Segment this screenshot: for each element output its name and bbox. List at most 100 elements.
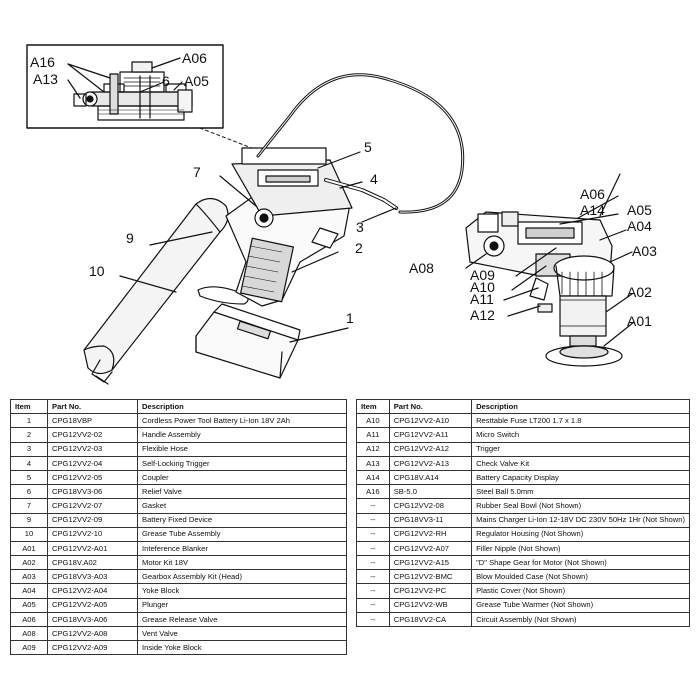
table-header-row: Item Part No. Description (356, 398, 690, 415)
callout-A01: A01 (627, 313, 652, 329)
cell-part-no: CPG12VV2-A12 (388, 441, 473, 457)
callout-A08: A08 (409, 260, 434, 276)
cell-item: 3 (10, 441, 48, 457)
cell-description: Circuit Assembly (Not Shown) (471, 611, 690, 628)
cell-item: A11 (356, 427, 390, 443)
cell-part-no: CPG18VV3-06 (47, 484, 138, 500)
main-callouts: 1 2 3 4 5 7 9 10 (89, 139, 378, 326)
cell-item: 2 (10, 427, 48, 443)
callout-A13-inset: A13 (33, 71, 58, 87)
cell-description: Battery Capacity Display (471, 469, 690, 486)
callout-A06: A06 (580, 186, 605, 202)
cell-item: A16 (356, 484, 390, 500)
cell-part-no: SB-5.0 (388, 484, 473, 500)
cell-part-no: CPG12VV2-A05 (47, 597, 138, 613)
cell-item: -- (356, 583, 390, 599)
cell-item: A14 (356, 469, 390, 486)
cell-description: Plastic Cover (Not Shown) (471, 583, 690, 599)
cell-item: 9 (10, 512, 48, 528)
cell-part-no: CPG18VBP (47, 413, 138, 429)
cell-part-no: CPG12VV2-PC (388, 583, 473, 599)
cell-description: Yoke Block (137, 583, 347, 599)
cell-part-no: CPG12VV2-WB (388, 597, 473, 613)
callout-A09: A09 (470, 267, 495, 283)
cell-item: A02 (10, 555, 48, 571)
cell-part-no: CPG12VV2-03 (47, 441, 138, 457)
cell-part-no: CPG18V.A02 (47, 555, 138, 571)
cell-part-no: CPG12VV2-BMC (388, 569, 473, 585)
callout-A12: A12 (470, 307, 495, 323)
cell-item: A03 (10, 569, 48, 585)
cell-description: Resttable Fuse LT200 1.7 x 1.8 (471, 413, 690, 429)
cell-item: A10 (356, 413, 390, 429)
callout-A14: A14 (580, 202, 605, 218)
cell-part-no: CPG12VV2-A07 (388, 540, 473, 557)
cell-part-no: CPG18V.A14 (388, 469, 473, 486)
cell-description: Regulator Housing (Not Shown) (471, 526, 690, 542)
cell-item: A05 (10, 597, 48, 613)
cell-description: Grease Release Valve (137, 611, 347, 628)
cell-description: Trigger (471, 441, 690, 457)
inset-callouts: A16 A06 A13 6 A05 (30, 50, 209, 89)
callout-A04: A04 (627, 218, 652, 234)
callout-A03: A03 (632, 243, 657, 259)
cell-description: Micro Switch (471, 427, 690, 443)
callout-1: 1 (346, 310, 354, 326)
cell-part-no: CPG12VV2-10 (47, 526, 138, 542)
cell-description: Relief Valve (137, 484, 347, 500)
cell-part-no: CPG12VV2-A09 (47, 640, 138, 656)
callout-A02: A02 (627, 284, 652, 300)
cell-part-no: CPG18VV3-A06 (47, 611, 138, 628)
cell-description: Mains Charger Li-Ion 12-18V DC 230V 50Hz… (471, 512, 690, 528)
callout-A06-inset: A06 (182, 50, 207, 66)
cell-description: Steel Ball 5.0mm (471, 484, 690, 500)
cell-description: Self-Locking Trigger (137, 455, 347, 471)
callout-3: 3 (356, 219, 364, 235)
cell-item: A06 (10, 611, 48, 628)
cell-part-no: CPG12VV2-A13 (388, 455, 473, 471)
cell-item: 1 (10, 413, 48, 429)
cell-part-no: CPG12VV2-A01 (47, 540, 138, 557)
cell-description: "D" Shape Gear for Motor (Not Shown) (471, 555, 690, 571)
cell-part-no: CPG12VV2-04 (47, 455, 138, 471)
cell-description: Cordless Power Tool Battery Li-Ion 18V 2… (137, 413, 347, 429)
cell-item: -- (356, 555, 390, 571)
cell-part-no: CPG12VV2-A10 (388, 413, 473, 429)
cell-item: A13 (356, 455, 390, 471)
cell-description: Coupler (137, 469, 347, 486)
table-row: --CPG12VV2-A15"D" Shape Gear for Motor (… (356, 555, 690, 571)
cell-item: 4 (10, 455, 48, 471)
cell-description: Filler Nipple (Not Shown) (471, 540, 690, 557)
cell-item: A12 (356, 441, 390, 457)
cell-part-no: CPG12VV2-RH (388, 526, 473, 542)
callout-9: 9 (126, 230, 134, 246)
cell-part-no: CPG12VV2-05 (47, 469, 138, 486)
cell-item: -- (356, 512, 390, 528)
cell-part-no: CPG12VV2-A08 (47, 625, 138, 642)
cell-description: Gearbox Assembly Kit (Head) (137, 569, 347, 585)
cell-item: A04 (10, 583, 48, 599)
cell-part-no: CPG12VV2-A15 (388, 555, 473, 571)
cell-description: Motor Kit 18V (137, 555, 347, 571)
callout-2: 2 (355, 240, 363, 256)
cell-item: -- (356, 597, 390, 613)
cell-item: A01 (10, 540, 48, 557)
callout-A05-inset: A05 (184, 73, 209, 89)
